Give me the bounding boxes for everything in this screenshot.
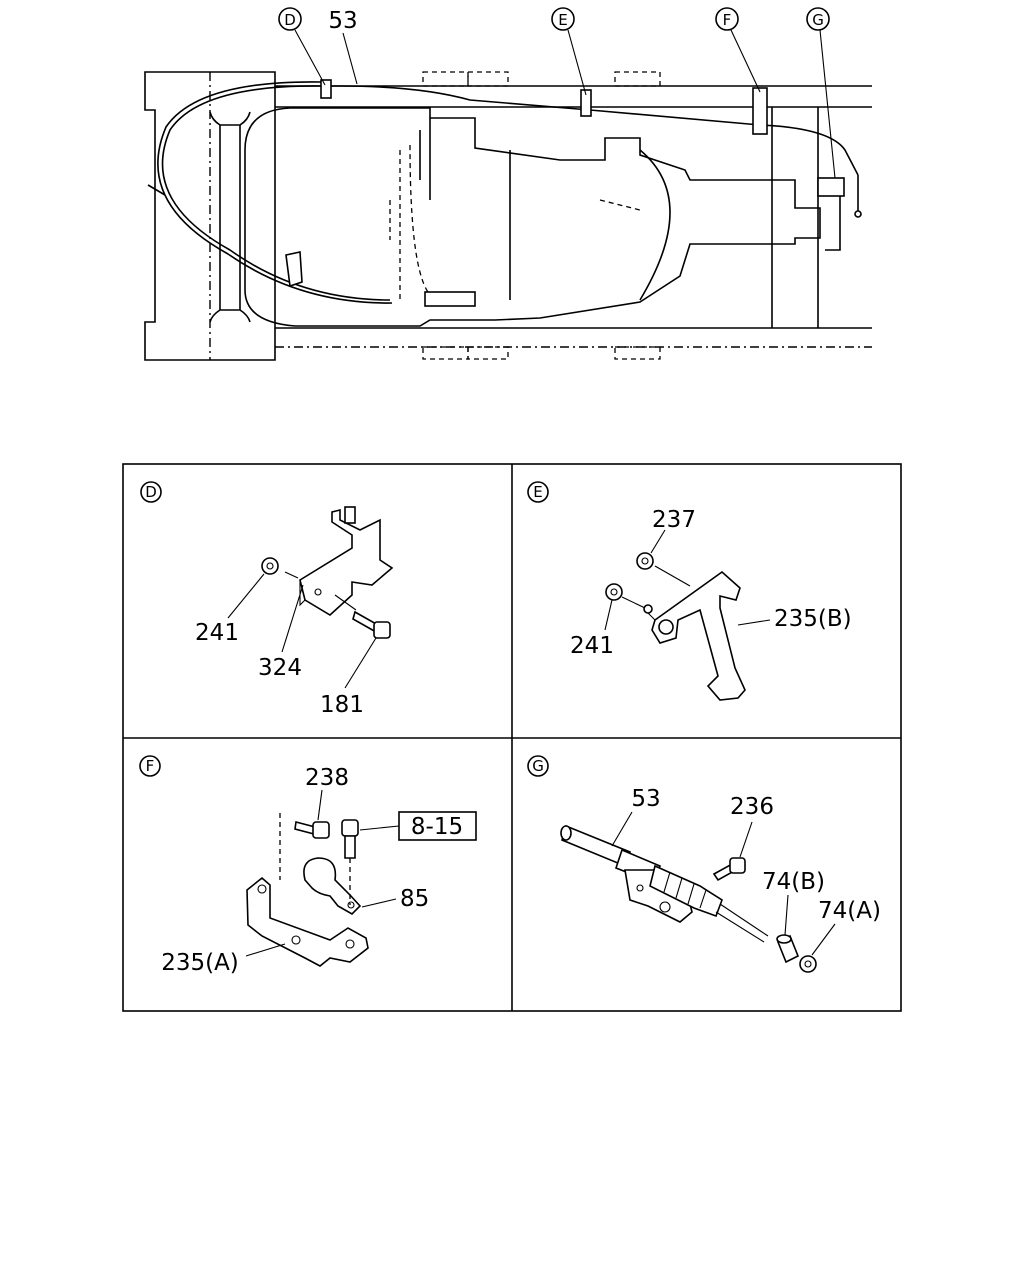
bracket-235b	[651, 570, 746, 701]
overview-callouts: D 53 E F G	[278, 7, 836, 179]
panel-f-letter: F	[146, 757, 155, 775]
label-324: 324	[258, 655, 302, 681]
callout-f: F	[723, 11, 732, 29]
label-53-g: 53	[631, 786, 660, 812]
label-241: 241	[195, 620, 239, 646]
label-8-15: 8-15	[411, 814, 463, 840]
label-74a: 74(A)	[818, 898, 881, 924]
label-235a: 235(A)	[161, 950, 239, 976]
panel-e: E 237 241 235(B)	[527, 481, 852, 701]
chassis-overview	[144, 71, 872, 361]
bolt-238	[294, 820, 316, 836]
label-241-e: 241	[570, 633, 614, 659]
callout-e: E	[558, 11, 567, 29]
panel-g: G 53 236 74(B) 74(A)	[527, 755, 881, 973]
label-181: 181	[320, 692, 364, 718]
nut-241	[261, 557, 279, 575]
label-235b: 235(B)	[774, 606, 852, 632]
label-85: 85	[400, 886, 429, 912]
panel-g-letter: G	[532, 757, 544, 775]
panel-e-letter: E	[533, 483, 542, 501]
bolt-8-15	[341, 819, 359, 837]
callout-d: D	[284, 11, 296, 29]
label-74b: 74(B)	[762, 869, 825, 895]
label-238: 238	[305, 765, 349, 791]
panel-d-letter: D	[145, 483, 157, 501]
nut-237	[636, 552, 654, 570]
nut-241-e	[605, 583, 623, 601]
callout-g: G	[812, 11, 824, 29]
label-236: 236	[730, 794, 774, 820]
detail-grid	[122, 463, 902, 1012]
panel-f: F 238 8-15 85 235(A)	[139, 755, 477, 976]
label-237: 237	[652, 507, 696, 533]
nut-74a	[799, 955, 817, 973]
clamp-85	[303, 857, 362, 915]
bracket-324	[299, 508, 394, 616]
callout-cable-53: 53	[328, 8, 357, 34]
panel-d: D 241 324 181	[140, 481, 394, 718]
bracket-235a	[246, 876, 369, 967]
